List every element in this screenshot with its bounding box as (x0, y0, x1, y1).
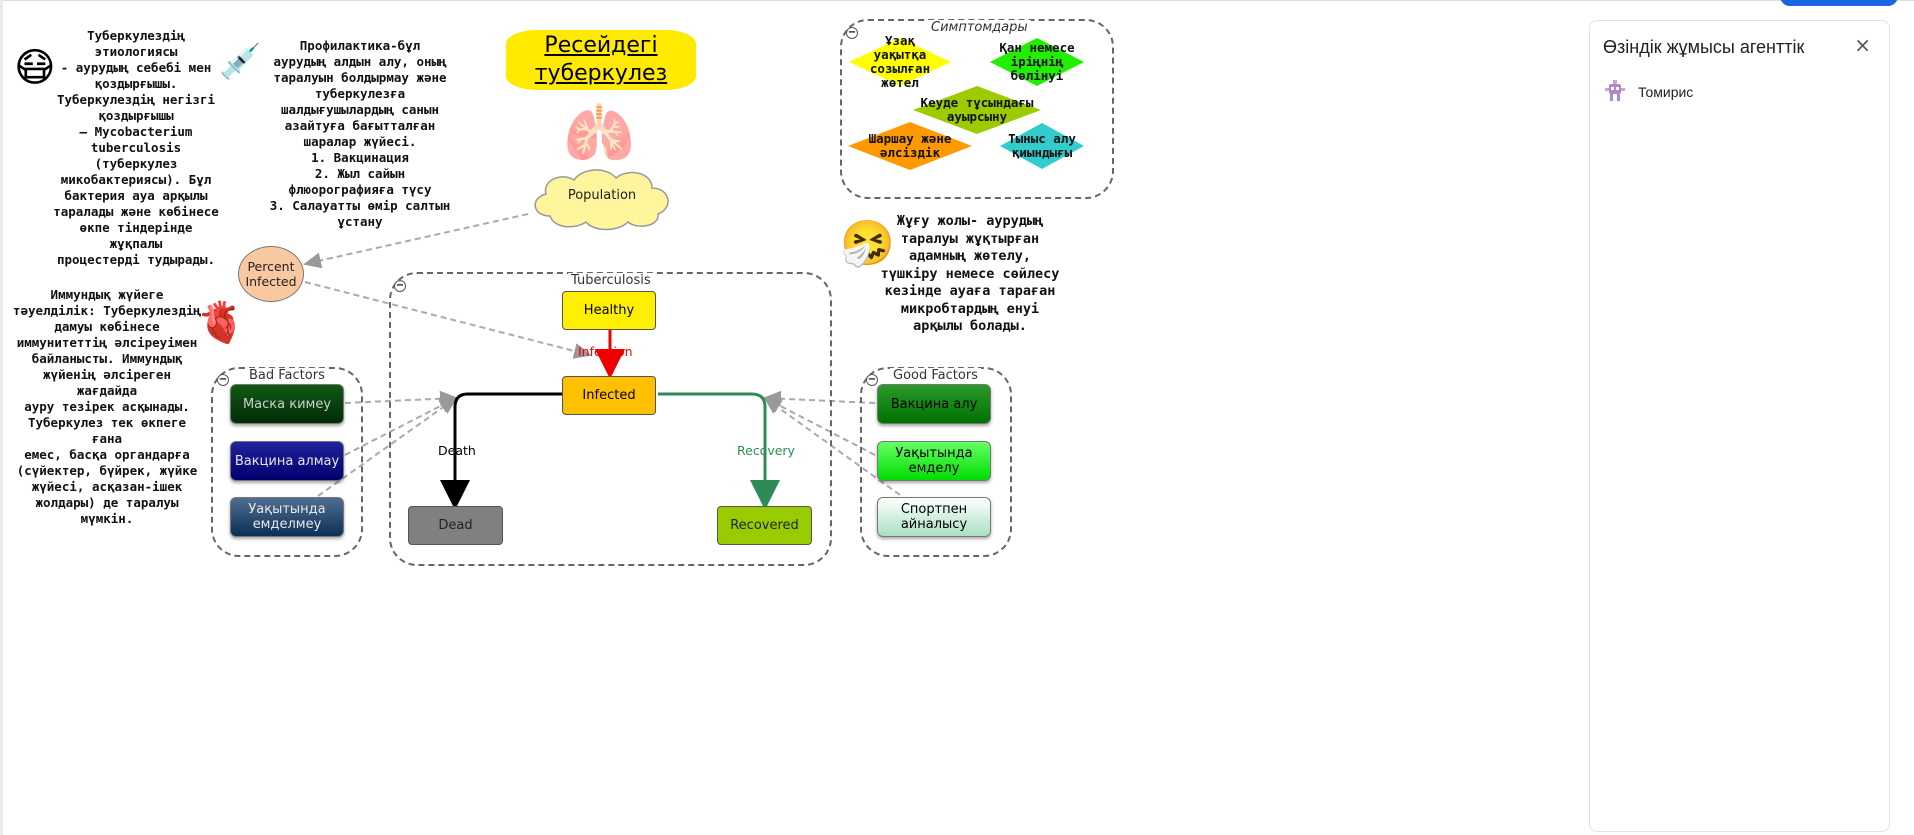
link-bad2-death (344, 397, 458, 456)
healthy-stock[interactable]: Healthy (562, 291, 656, 330)
link-bad1-death (344, 390, 458, 407)
title-line-1: Ресейдегі (544, 33, 658, 58)
symptom-diamond-3[interactable]: Кеуде тұсындағы ауырсыну (913, 86, 1041, 134)
infection-flow-label[interactable]: Infection (578, 344, 633, 359)
death-flow-label[interactable]: Death (438, 443, 476, 458)
good-factor-1[interactable]: Вакцина алу (877, 384, 991, 424)
good-factor-2[interactable]: Уақытында емделу (877, 441, 991, 481)
top-border (0, 0, 1914, 1)
heart-icon: 🫀 (196, 300, 246, 346)
tuberculosis-group-title: Tuberculosis (568, 273, 654, 288)
bad-factors-collapse-button[interactable]: − (217, 374, 229, 386)
symptoms-group-title: Симптомдары (928, 20, 1031, 35)
title-line-2: туберкулез (534, 61, 668, 86)
left-border (0, 0, 3, 835)
symptom-diamond-2[interactable]: Қан немесе іріңнің бөлінуі (990, 38, 1084, 86)
agent-item[interactable]: Томирис (1602, 79, 1693, 105)
link-percent-infection (304, 281, 592, 359)
link-good1-recovery (763, 390, 876, 407)
syringe-icon: 💉 (219, 42, 262, 82)
recovery-flow-label[interactable]: Recovery (737, 443, 795, 458)
sneezing-face-icon: 🤧 (840, 218, 895, 269)
bad-factors-title: Bad Factors (246, 368, 328, 383)
symptom-diamond-5[interactable]: Тыныс алу қиындығы (1000, 123, 1084, 169)
symptom-label-4: Шаршау және әлсіздік (868, 131, 952, 160)
symptom-diamond-4[interactable]: Шаршау және әлсіздік (848, 122, 972, 170)
diagram-title[interactable]: Ресейдегі туберкулез (506, 30, 696, 90)
link-good2-recovery (763, 397, 876, 456)
infected-stock[interactable]: Infected (562, 376, 656, 415)
flow-death-line (440, 392, 562, 510)
good-factors-collapse-button[interactable]: − (866, 374, 878, 386)
agent-avatar-icon (1605, 80, 1625, 101)
agent-side-panel: Өзіндік жұмысы агенттік × Томирис (1589, 20, 1890, 832)
population-stock[interactable]: Population (528, 164, 676, 232)
good-factor-3[interactable]: Спортпен айналысу (877, 497, 991, 537)
note-etiology[interactable]: Туберкулездің этиологиясы - аурудың себе… (53, 28, 219, 267)
population-label: Population (567, 188, 637, 203)
cloud-shape (534, 169, 669, 231)
tuberculosis-collapse-button[interactable]: − (394, 280, 406, 292)
percent-infected-variable[interactable]: Percent Infected (238, 246, 304, 302)
symptom-diamond-1[interactable]: Ұзақ уақытқа созылған жөтел (849, 34, 951, 90)
percent-infected-label: Percent Infected (245, 259, 297, 289)
lungs-icon: 🫁 (563, 99, 636, 167)
bad-factor-3[interactable]: Уақытында емделмеу (230, 497, 344, 537)
bad-factor-1[interactable]: Маска кимеу (230, 384, 344, 424)
mask-face-icon: 😷 (14, 45, 56, 91)
agent-name: Томирис (1638, 84, 1694, 100)
top-right-action-button[interactable] (1780, 0, 1898, 6)
note-immunity[interactable]: Иммундық жүйеге тәуелділік: Туберкулезді… (12, 287, 202, 526)
symptom-label-2: Қан немесе іріңнің бөлінуі (999, 40, 1075, 83)
close-icon[interactable]: × (1854, 33, 1871, 57)
note-prevention[interactable]: Профилактика-бұл аурудың алдын алу, оның… (269, 38, 451, 229)
recovered-stock[interactable]: Recovered (717, 506, 812, 545)
symptom-label-5: Тыныс алу қиындығы (1008, 131, 1076, 160)
symptoms-collapse-button[interactable]: − (846, 27, 858, 39)
symptom-label-1: Ұзақ уақытқа созылған жөтел (869, 33, 931, 90)
link-good3-recovery (763, 396, 901, 496)
symptom-label-3: Кеуде тұсындағы ауырсыну (920, 95, 1034, 124)
panel-title: Өзіндік жұмысы агенттік (1603, 37, 1805, 57)
dead-stock[interactable]: Dead (408, 506, 503, 545)
good-factors-title: Good Factors (890, 368, 981, 383)
link-bad3-death (317, 396, 458, 497)
bad-factor-2[interactable]: Вакцина алмау (230, 441, 344, 481)
flow-recovery-line (658, 392, 780, 510)
link-population-percent (303, 213, 529, 269)
note-transmission[interactable]: Жұғу жолы- аурудың таралуы жұқтырған ада… (880, 213, 1060, 334)
